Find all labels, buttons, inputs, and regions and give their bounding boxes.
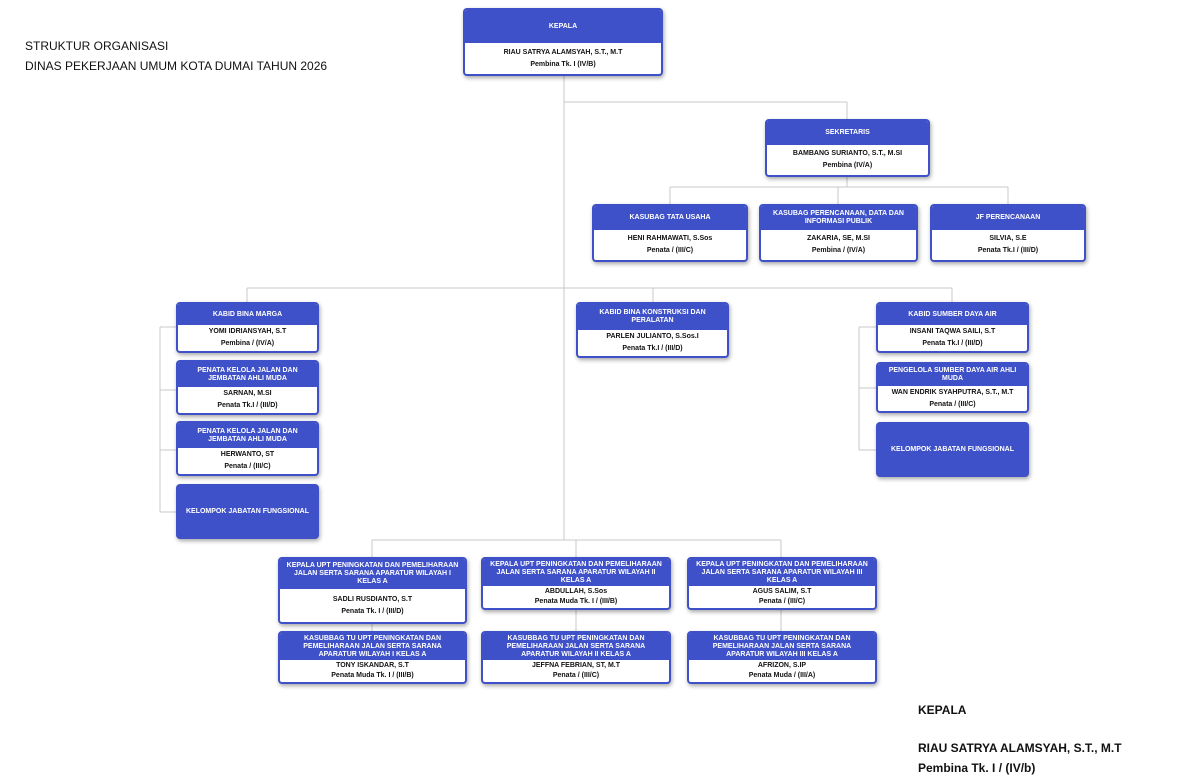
pengelola-sda-box[interactable]: PENGELOLA SUMBER DAYA AIR AHLI MUDA WAN … [876, 362, 1029, 413]
penata-jalan-1-box[interactable]: PENATA KELOLA JALAN DAN JEMBATAN AHLI MU… [176, 360, 319, 415]
kasubag-tu-box[interactable]: KASUBAG TATA USAHA HENI RAHMAWATI, S.Sos… [592, 204, 748, 262]
kabid-sumber-daya-air-box[interactable]: KABID SUMBER DAYA AIR INSANI TAQWA SAILI… [876, 302, 1029, 353]
kelompok-jabatan-fungsional-left[interactable]: KELOMPOK JABATAN FUNGSIONAL [176, 484, 319, 539]
signature-name: RIAU SATRYA ALAMSYAH, S.T., M.T [918, 741, 1122, 755]
chart-title-line1: STRUKTUR ORGANISASI [25, 39, 169, 53]
upt-2-rank: Penata Muda Tk. I / (III/B) [534, 598, 618, 605]
upt-1-tu-rank: Penata Muda Tk. I / (III/B) [331, 672, 414, 679]
pengelola-sda-rank: Penata / (III/C) [929, 400, 976, 408]
kabid-bina-konstruksi-name: PARLEN JULIANTO, S.Sos.I [606, 333, 699, 340]
kasubag-tu-title: KASUBAG TATA USAHA [594, 206, 746, 230]
sekretaris-rank: Pembina (IV/A) [822, 162, 873, 169]
kelompok-jabatan-fungsional-right[interactable]: KELOMPOK JABATAN FUNGSIONAL [876, 422, 1029, 477]
kabid-sda-rank: Penata Tk.I / (III/D) [922, 340, 983, 347]
signature-position: KEPALA [918, 703, 967, 717]
upt-3-tu-title: KASUBBAG TU UPT PENINGKATAN DAN PEMELIHA… [689, 633, 875, 660]
upt-3-name: AGUS SALIM, S.T [752, 588, 812, 595]
penata-jalan-1-rank: Penata Tk.I / (III/D) [217, 402, 278, 409]
upt-1-tu-name: TONY ISKANDAR, S.T [336, 662, 409, 669]
upt-wilayah-3-box[interactable]: KEPALA UPT PENINGKATAN DAN PEMELIHARAAN … [687, 557, 877, 610]
kjf-right-label: KELOMPOK JABATAN FUNGSIONAL [890, 446, 1015, 453]
kabid-bina-marga-rank: Pembina / (IV/A) [220, 340, 275, 347]
sekretaris-title: SEKRETARIS [767, 121, 928, 145]
upt-wilayah-2-kasubbag-tu-box[interactable]: KASUBBAG TU UPT PENINGKATAN DAN PEMELIHA… [481, 631, 671, 684]
pengelola-sda-name: WAN ENDRIK SYAHPUTRA, S.T., M.T [891, 388, 1014, 396]
sekretaris-name: BAMBANG SURIANTO, S.T., M.SI [792, 150, 903, 157]
kabid-sda-title: KABID SUMBER DAYA AIR [878, 304, 1027, 325]
pengelola-sda-title: PENGELOLA SUMBER DAYA AIR AHLI MUDA [878, 364, 1027, 386]
upt-2-tu-rank: Penata / (III/C) [552, 672, 600, 679]
kabid-bina-konstruksi-title: KABID BINA KONSTRUKSI DAN PERALATAN [578, 304, 727, 330]
kabid-bina-marga-box[interactable]: KABID BINA MARGA YOMI IDRIANSYAH, S.T Pe… [176, 302, 319, 353]
jf-perencanaan-name: SILVIA, S.E [989, 235, 1027, 242]
kabid-bina-konstruksi-rank: Penata Tk.I / (III/D) [622, 345, 683, 352]
upt-1-name: SADLI RUSDIANTO, S.T [332, 595, 413, 603]
kasubag-tu-name: HENI RAHMAWATI, S.Sos [627, 235, 713, 242]
upt-wilayah-1-kasubbag-tu-box[interactable]: KASUBBAG TU UPT PENINGKATAN DAN PEMELIHA… [278, 631, 467, 684]
chart-title: STRUKTUR ORGANISASI DINAS PEKERJAAN UMUM… [25, 36, 327, 76]
sekretaris-box[interactable]: SEKRETARIS BAMBANG SURIANTO, S.T., M.SI … [765, 119, 930, 177]
kabid-sda-name: INSANI TAQWA SAILI, S.T [909, 328, 996, 335]
upt-1-rank: Penata Tk. I / (III/D) [341, 607, 404, 615]
kepala-box[interactable]: KEPALA RIAU SATRYA ALAMSYAH, S.T., M.T P… [463, 8, 663, 76]
upt-wilayah-3-kasubbag-tu-box[interactable]: KASUBBAG TU UPT PENINGKATAN DAN PEMELIHA… [687, 631, 877, 684]
penata-jalan-1-title: PENATA KELOLA JALAN DAN JEMBATAN AHLI MU… [178, 362, 317, 387]
jf-perencanaan-box[interactable]: JF PERENCANAAN SILVIA, S.E Penata Tk.I /… [930, 204, 1086, 262]
jf-perencanaan-rank: Penata Tk.I / (III/D) [977, 247, 1039, 254]
penata-jalan-2-box[interactable]: PENATA KELOLA JALAN DAN JEMBATAN AHLI MU… [176, 421, 319, 476]
kasubag-perencanaan-box[interactable]: KASUBAG PERENCANAAN, DATA DAN INFORMASI … [759, 204, 918, 262]
kabid-bina-marga-name: YOMI IDRIANSYAH, S.T [208, 328, 287, 335]
signature-rank: Pembina Tk. I / (IV/b) [918, 761, 1036, 775]
upt-wilayah-2-box[interactable]: KEPALA UPT PENINGKATAN DAN PEMELIHARAAN … [481, 557, 671, 610]
upt-1-title: KEPALA UPT PENINGKATAN DAN PEMELIHARAAN … [280, 559, 465, 589]
upt-3-tu-rank: Penata Muda / (III/A) [748, 672, 816, 679]
kabid-bina-marga-title: KABID BINA MARGA [178, 304, 317, 325]
penata-jalan-1-name: SARNAN, M.SI [223, 390, 272, 397]
kepala-title: KEPALA [465, 10, 661, 43]
upt-3-title: KEPALA UPT PENINGKATAN DAN PEMELIHARAAN … [689, 559, 875, 586]
upt-3-tu-name: AFRIZON, S.IP [757, 662, 807, 669]
penata-jalan-2-name: HERWANTO, ST [220, 451, 275, 458]
kepala-rank: Pembina Tk. I (IV/B) [530, 60, 596, 68]
jf-perencanaan-title: JF PERENCANAAN [932, 206, 1084, 230]
penata-jalan-2-rank: Penata / (III/C) [224, 463, 271, 470]
upt-2-name: ABDULLAH, S.Sos [544, 588, 608, 595]
upt-3-rank: Penata / (III/C) [758, 598, 806, 605]
upt-wilayah-1-box[interactable]: KEPALA UPT PENINGKATAN DAN PEMELIHARAAN … [278, 557, 467, 624]
penata-jalan-2-title: PENATA KELOLA JALAN DAN JEMBATAN AHLI MU… [178, 423, 317, 448]
kasubag-tu-rank: Penata / (III/C) [646, 247, 694, 254]
kabid-bina-konstruksi-box[interactable]: KABID BINA KONSTRUKSI DAN PERALATAN PARL… [576, 302, 729, 358]
kepala-name: RIAU SATRYA ALAMSYAH, S.T., M.T [503, 48, 623, 56]
kasubag-perencanaan-rank: Pembina / (IV/A) [811, 247, 866, 254]
kasubag-perencanaan-title: KASUBAG PERENCANAAN, DATA DAN INFORMASI … [761, 206, 916, 230]
chart-title-line2: DINAS PEKERJAAN UMUM KOTA DUMAI TAHUN 20… [25, 59, 328, 73]
upt-1-tu-title: KASUBBAG TU UPT PENINGKATAN DAN PEMELIHA… [280, 633, 465, 660]
upt-2-title: KEPALA UPT PENINGKATAN DAN PEMELIHARAAN … [483, 559, 669, 586]
kjf-left-label: KELOMPOK JABATAN FUNGSIONAL [185, 508, 310, 515]
upt-2-tu-name: JEFFNA FEBRIAN, ST, M.T [531, 662, 621, 669]
upt-2-tu-title: KASUBBAG TU UPT PENINGKATAN DAN PEMELIHA… [483, 633, 669, 660]
kasubag-perencanaan-name: ZAKARIA, SE, M.SI [806, 235, 870, 242]
